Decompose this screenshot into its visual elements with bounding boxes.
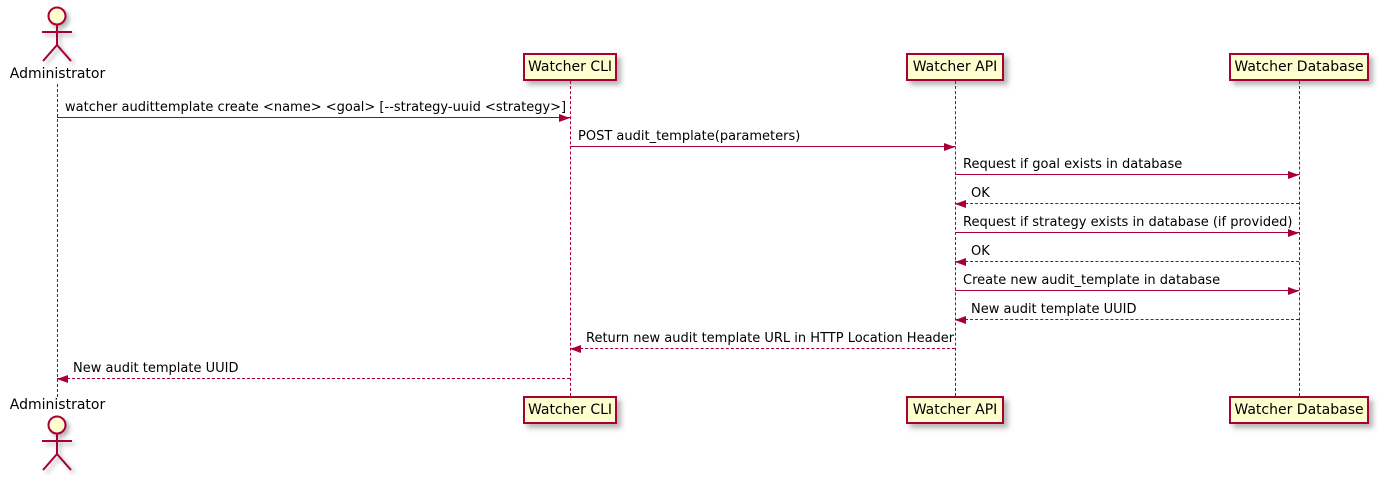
arrowhead-left-icon <box>955 200 966 208</box>
message-label: New audit template UUID <box>971 302 1137 317</box>
message-line <box>570 146 955 147</box>
message-line <box>955 174 1299 175</box>
message-label: OK <box>971 244 990 259</box>
message-label: Request if strategy exists in database (… <box>963 215 1293 230</box>
arrowhead-right-icon <box>1288 229 1299 237</box>
actor-label-administrator-bottom: Administrator <box>9 397 106 413</box>
arrowhead-right-icon <box>559 114 570 122</box>
message-line <box>955 203 1299 204</box>
message-new-audit-template-uuid-admin: New audit template UUID <box>57 360 570 383</box>
message-label: Create new audit_template in database <box>963 273 1221 288</box>
message-request-goal-exists: Request if goal exists in database <box>955 156 1299 179</box>
participant-watcher-cli-bottom: Watcher CLI <box>523 396 617 424</box>
lifeline-watcher-api <box>955 81 956 396</box>
message-label: watcher audittemplate create <name> <goa… <box>65 100 567 115</box>
message-label: Return new audit template URL in HTTP Lo… <box>586 331 955 346</box>
message-line <box>570 348 955 349</box>
participant-label: Watcher API <box>912 402 998 418</box>
message-label: New audit template UUID <box>73 361 239 376</box>
arrowhead-left-icon <box>955 258 966 266</box>
message-line <box>955 319 1299 320</box>
participant-label: Watcher CLI <box>527 402 613 418</box>
arrowhead-left-icon <box>570 345 581 353</box>
participant-watcher-api-top: Watcher API <box>906 53 1004 81</box>
message-label: POST audit_template(parameters) <box>578 129 801 144</box>
message-line <box>57 117 570 118</box>
lifeline-watcher-database <box>1299 81 1300 396</box>
actor-label-administrator-top: Administrator <box>9 66 106 82</box>
actor-icon <box>42 6 72 62</box>
message-label: Request if goal exists in database <box>963 157 1183 172</box>
message-ok-strategy: OK <box>955 243 1299 266</box>
actor-icon <box>42 415 72 471</box>
participant-watcher-api-bottom: Watcher API <box>906 396 1004 424</box>
participant-label: Watcher CLI <box>527 59 613 75</box>
message-return-url-location-header: Return new audit template URL in HTTP Lo… <box>570 330 955 353</box>
participant-watcher-database-top: Watcher Database <box>1229 53 1369 81</box>
lifeline-administrator <box>57 84 58 397</box>
lifeline-watcher-cli <box>570 81 571 396</box>
message-create-new-audit-template: Create new audit_template in database <box>955 272 1299 295</box>
arrowhead-right-icon <box>944 143 955 151</box>
message-line <box>57 378 570 379</box>
participant-label: Watcher API <box>912 59 998 75</box>
arrowhead-right-icon <box>1288 287 1299 295</box>
arrowhead-left-icon <box>57 375 68 383</box>
message-line <box>955 232 1299 233</box>
participant-label: Watcher Database <box>1234 402 1364 418</box>
message-ok-goal: OK <box>955 185 1299 208</box>
message-line <box>955 290 1299 291</box>
message-post-audit-template: POST audit_template(parameters) <box>570 128 955 151</box>
message-line <box>955 261 1299 262</box>
participant-watcher-cli-top: Watcher CLI <box>523 53 617 81</box>
participant-watcher-database-bottom: Watcher Database <box>1229 396 1369 424</box>
message-create-audittemplate: watcher audittemplate create <name> <goa… <box>57 99 570 122</box>
arrowhead-left-icon <box>955 316 966 324</box>
arrowhead-right-icon <box>1288 171 1299 179</box>
message-new-audit-template-uuid-db: New audit template UUID <box>955 301 1299 324</box>
message-request-strategy-exists: Request if strategy exists in database (… <box>955 214 1299 237</box>
participant-label: Watcher Database <box>1234 59 1364 75</box>
message-label: OK <box>971 186 990 201</box>
